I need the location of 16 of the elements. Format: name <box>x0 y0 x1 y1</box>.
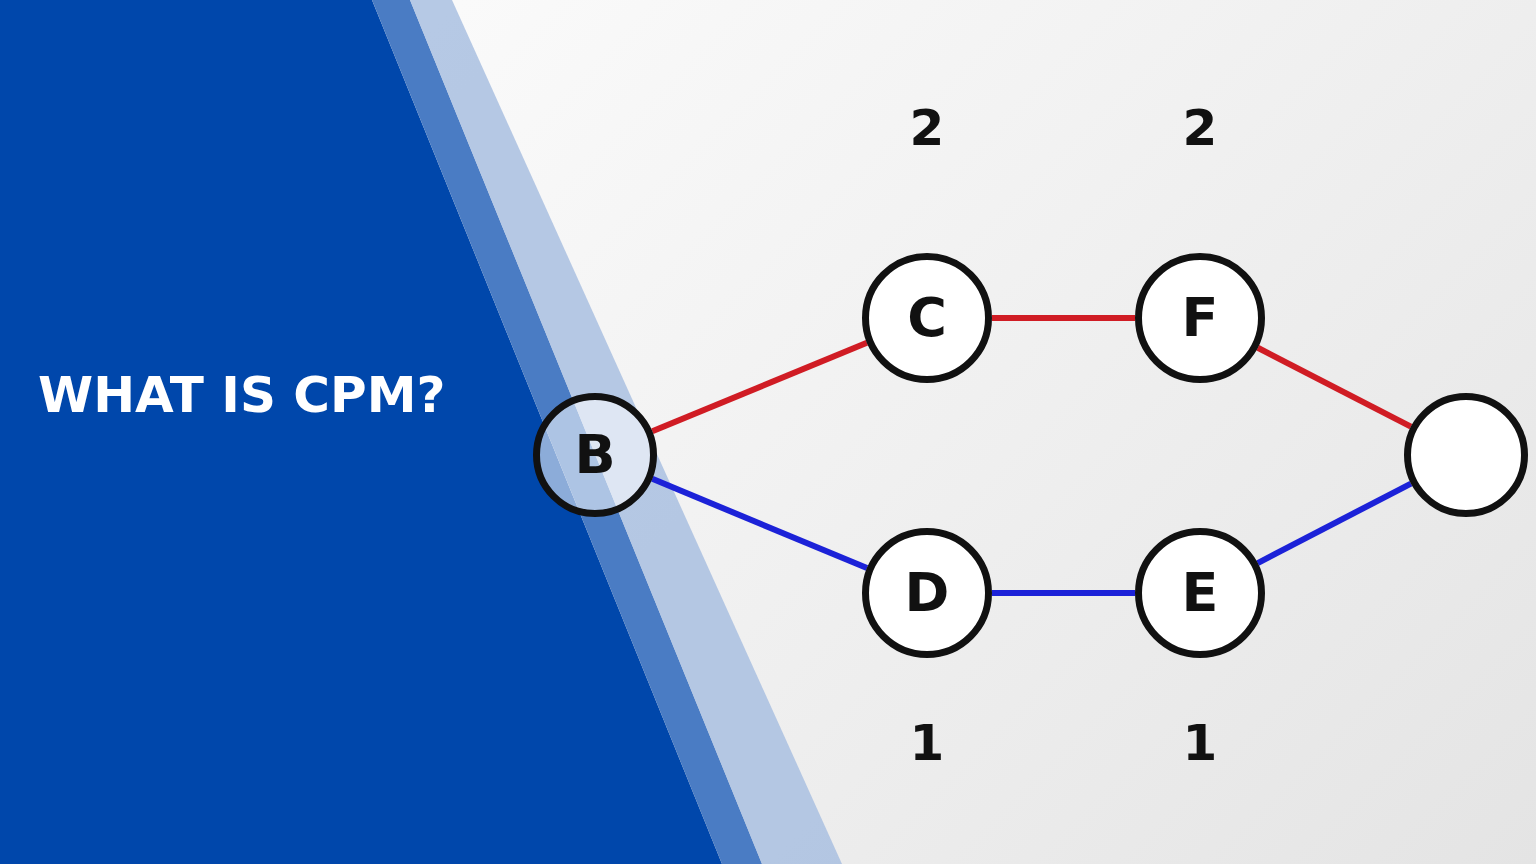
connector-line <box>992 315 1135 321</box>
node-letter: E <box>1181 566 1219 620</box>
connector-line <box>992 590 1135 596</box>
connector-line <box>651 476 869 571</box>
connector-line <box>1256 345 1413 430</box>
duration-label: 2 <box>908 103 946 153</box>
node-letter: C <box>907 291 947 345</box>
node-letter: B <box>574 428 616 482</box>
duration-label: 2 <box>1181 103 1219 153</box>
duration-label: 1 <box>908 718 946 768</box>
title: WHAT IS CPM? <box>38 366 446 424</box>
connector-line <box>651 340 869 435</box>
connector-line <box>1256 480 1413 566</box>
duration-label: 1 <box>1181 718 1219 768</box>
node-letter: F <box>1181 291 1219 345</box>
node-letter: D <box>904 566 950 620</box>
